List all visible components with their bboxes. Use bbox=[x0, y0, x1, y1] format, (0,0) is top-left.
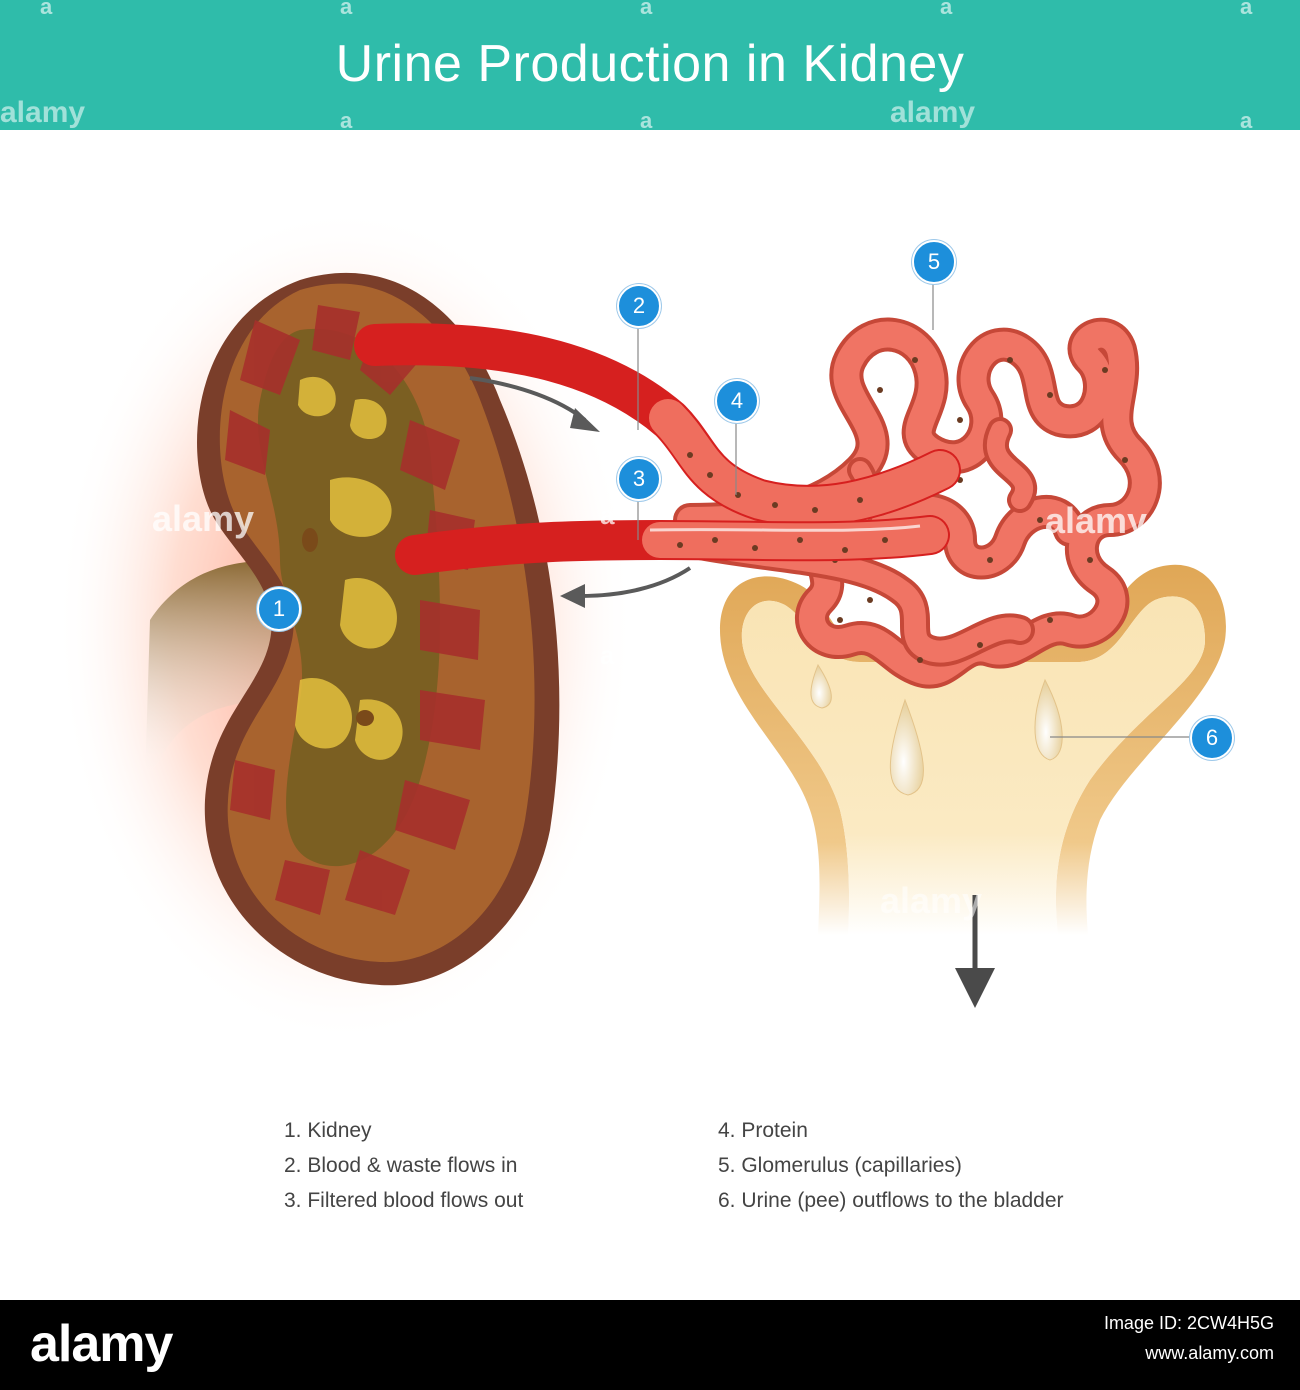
watermark: alamy bbox=[880, 880, 983, 921]
image-info: Image ID: 2CW4H5G www.alamy.com bbox=[1104, 1308, 1274, 1368]
protein-dots bbox=[677, 452, 888, 553]
callout-6: 6 bbox=[1190, 716, 1234, 760]
footer-bar: alamy Image ID: 2CW4H5G www.alamy.com bbox=[0, 1300, 1300, 1390]
afferent-vessel-filtered bbox=[649, 399, 959, 525]
header-banner: Urine Production in Kidney alamy alamy a… bbox=[0, 0, 1300, 133]
watermark-letter: a bbox=[40, 0, 53, 19]
renal-dot bbox=[302, 528, 318, 552]
legend-item: 4. Protein bbox=[718, 1119, 808, 1142]
legend-item: 1. Kidney bbox=[284, 1119, 372, 1142]
watermark-letter: a bbox=[600, 500, 615, 530]
watermark-letter: a bbox=[640, 108, 653, 133]
arrow-down-head bbox=[955, 968, 995, 1008]
leader-lines bbox=[637, 282, 1190, 738]
watermark-letter: a bbox=[940, 0, 953, 19]
legend-right: 4. Protein 5. Glomerulus (capillaries) 6… bbox=[718, 1113, 1064, 1218]
callout-4: 4 bbox=[715, 379, 759, 423]
callout-2: 2 bbox=[617, 284, 661, 328]
site-url: www.alamy.com bbox=[1145, 1343, 1274, 1363]
watermark: alamy bbox=[152, 498, 255, 539]
arrow-out bbox=[579, 566, 692, 598]
legend-item: 2. Blood & waste flows in bbox=[284, 1154, 518, 1177]
watermark-letter: a bbox=[340, 0, 353, 19]
callout-1: 1 bbox=[257, 587, 301, 631]
image-id: Image ID: 2CW4H5G bbox=[1103, 1313, 1274, 1333]
urine-droplets bbox=[810, 663, 1063, 796]
calyces bbox=[295, 376, 403, 760]
legend-left: 1. Kidney 2. Blood & waste flows in 3. F… bbox=[284, 1113, 523, 1218]
diagram-title: Urine Production in Kidney bbox=[335, 35, 965, 93]
legend-item: 3. Filtered blood flows out bbox=[284, 1189, 524, 1212]
legend-item: 5. Glomerulus (capillaries) bbox=[718, 1154, 962, 1177]
renal-pyramids bbox=[225, 305, 485, 915]
brand-logo: alamy bbox=[30, 1315, 173, 1373]
arrow-out-head bbox=[560, 584, 585, 608]
arrow-in-head bbox=[570, 408, 600, 432]
legend-item: 6. Urine (pee) outflows to the bladder bbox=[718, 1189, 1064, 1212]
watermark: alamy bbox=[0, 96, 86, 129]
watermark-letter: a bbox=[640, 0, 653, 19]
bowman-capsule-space bbox=[741, 596, 1205, 935]
watermark: alamy bbox=[1045, 500, 1148, 541]
watermark-letter: a bbox=[1240, 0, 1253, 19]
efferent-vessel-filtered bbox=[642, 517, 948, 560]
callout-5: 5 bbox=[912, 240, 956, 284]
renal-dot bbox=[356, 710, 374, 726]
watermark: alamy bbox=[890, 96, 976, 129]
kidney-illustration bbox=[55, 205, 1226, 1045]
vessel-highlight bbox=[649, 524, 921, 532]
callout-3: 3 bbox=[617, 457, 661, 501]
watermark-letter: a bbox=[600, 640, 615, 670]
watermark-letter: a bbox=[1240, 108, 1253, 133]
watermark-letter: a bbox=[340, 108, 353, 133]
